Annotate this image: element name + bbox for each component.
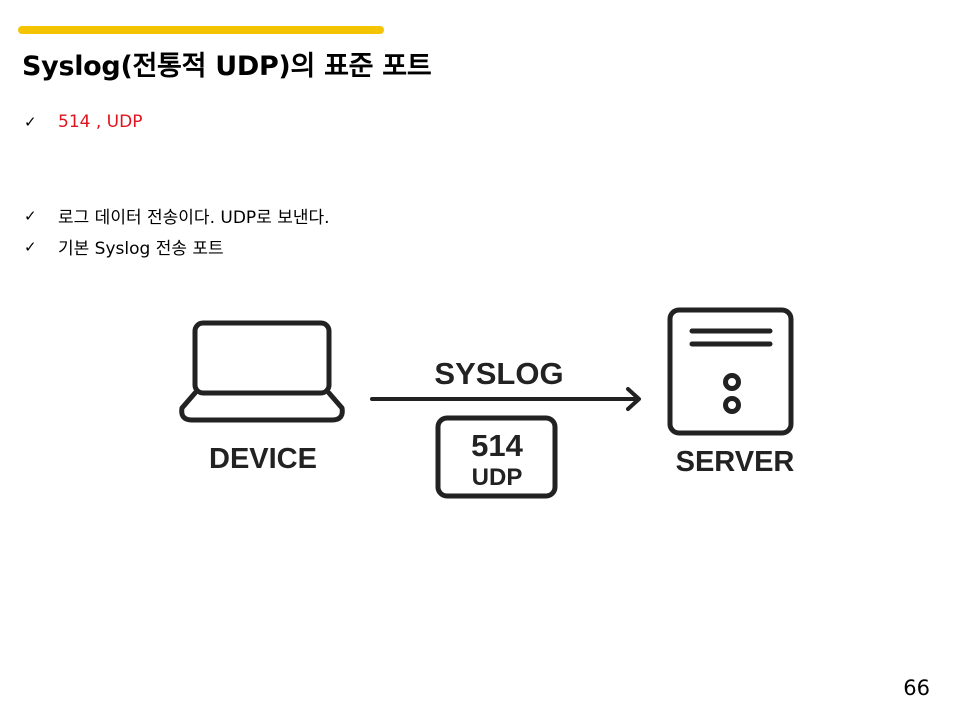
checkmark-icon: ✓ — [24, 206, 37, 225]
syslog-label: SYSLOG — [434, 356, 563, 391]
bullet-item: ✓ 514 , UDP — [24, 112, 142, 132]
port-number: 514 — [471, 428, 523, 463]
bullet-item: ✓ 기본 Syslog 전송 포트 — [24, 234, 224, 260]
bullet-text: 로그 데이터 전송이다. UDP로 보낸다. — [58, 208, 330, 228]
bullet-text: 514 , UDP — [58, 112, 143, 132]
server-icon — [667, 307, 794, 436]
protocol-label: UDP — [472, 464, 523, 491]
title-accent-bar — [18, 26, 384, 34]
arrow-right-icon — [370, 387, 641, 411]
laptop-icon — [179, 320, 345, 423]
checkmark-icon: ✓ — [24, 113, 37, 131]
syslog-diagram: DEVICE SYSLOG 514 UDP SERVER — [179, 307, 795, 499]
slide-title: Syslog(전통적 UDP)의 표준 포트 — [22, 51, 432, 82]
bullet-text: 기본 Syslog 전송 포트 — [58, 239, 224, 259]
checkmark-icon: ✓ — [24, 237, 37, 256]
port-box — [435, 415, 558, 499]
bullet-item: ✓ 로그 데이터 전송이다. UDP로 보낸다. — [24, 203, 330, 229]
page-number: 66 — [903, 676, 930, 700]
device-label: DEVICE — [209, 443, 317, 475]
server-label: SERVER — [676, 446, 795, 478]
